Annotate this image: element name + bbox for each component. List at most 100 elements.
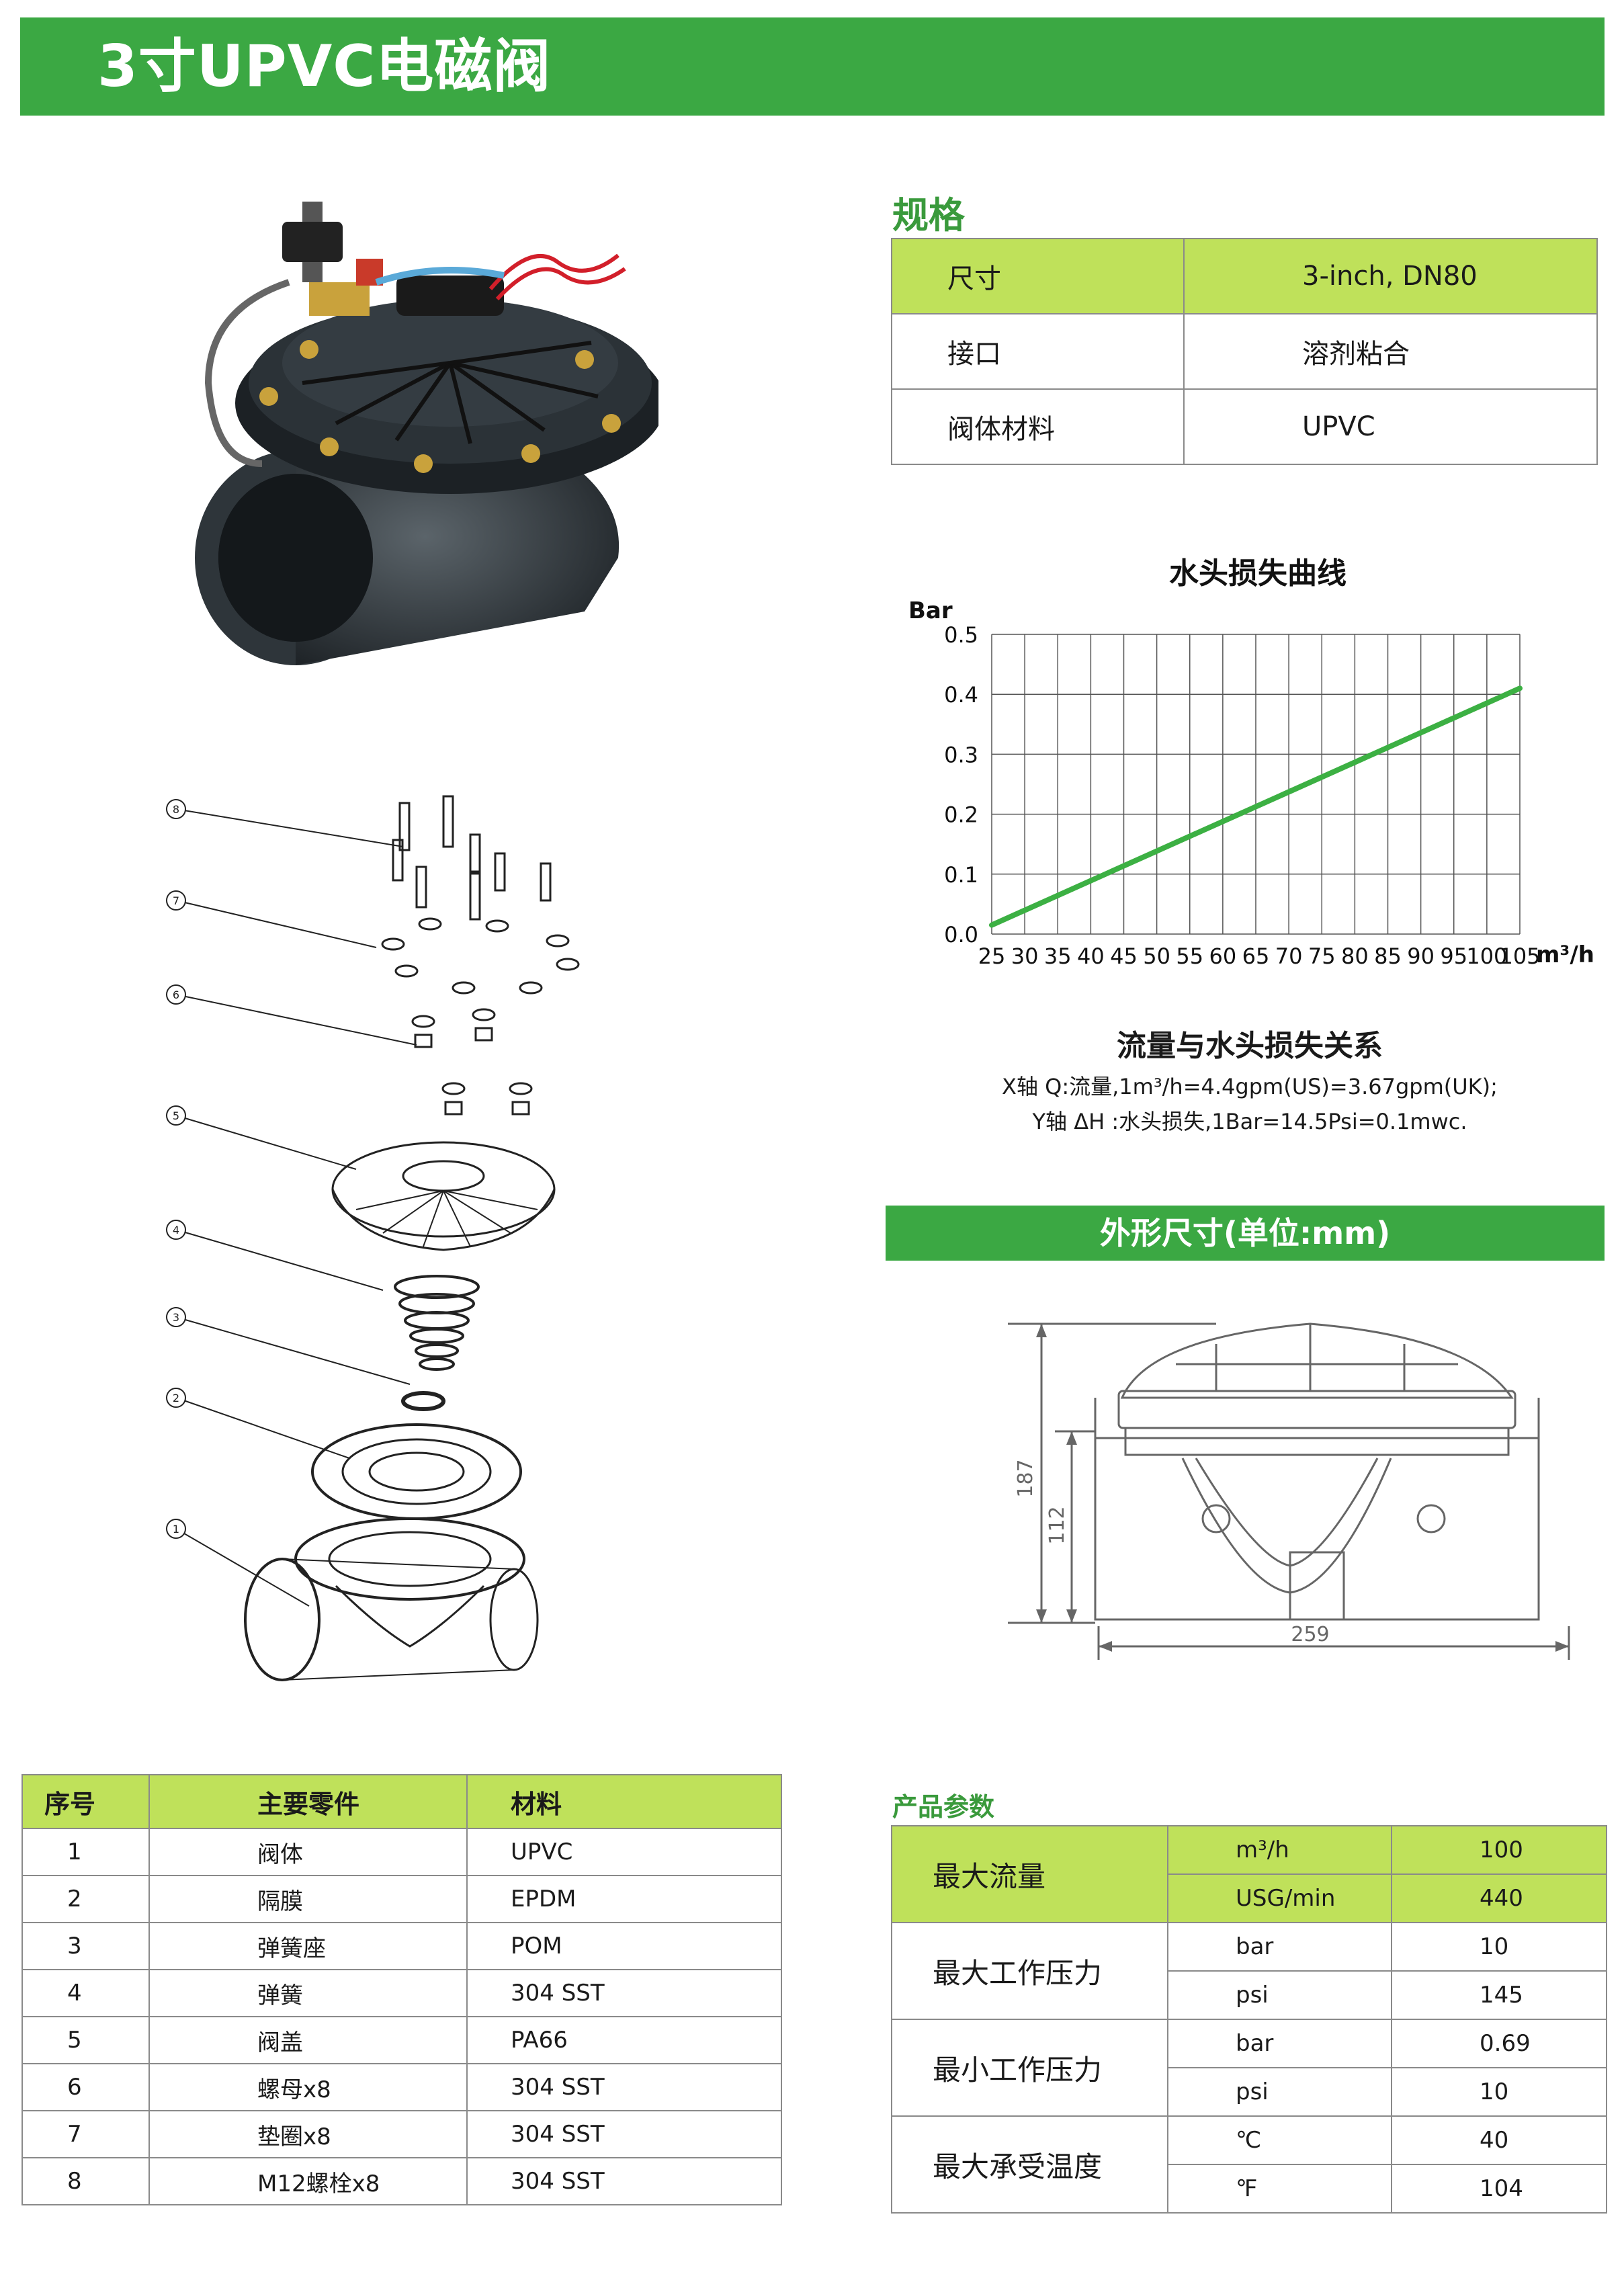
chart-x-tick-label: 40 [1077, 943, 1105, 969]
callout-5: 5 [173, 1109, 179, 1122]
callout-1: 1 [173, 1523, 179, 1535]
chart-y-tick-label: 0.0 [944, 922, 978, 948]
spec-value: 3-inch, DN80 [1183, 238, 1598, 314]
params-heading: 产品参数 [892, 1792, 995, 1822]
part-no: 3 [22, 1922, 150, 1970]
relation-x-note: X轴 Q:流量,1m³/h=4.4gpm(US)=3.67gpm(UK); [1002, 1074, 1498, 1099]
chart-y-tick-label: 0.1 [944, 862, 978, 888]
chart-series [989, 685, 1523, 928]
spec-label: 阀体材料 [891, 388, 1185, 465]
chart-x-tick-label: 55 [1176, 943, 1203, 969]
part-no: 7 [22, 2110, 150, 2158]
chart-title: 水头损失曲线 [1169, 556, 1347, 591]
params-row: psi 145 [892, 1970, 1607, 2020]
page-title: 3寸UPVC电磁阀 [97, 33, 552, 100]
chart-x-tick-label: 80 [1341, 943, 1369, 969]
param-value: 100 [1391, 1825, 1607, 1875]
param-label: 最大工作压力 [891, 1922, 1168, 2020]
callout-7: 7 [173, 894, 179, 907]
param-label: 最大承受温度 [891, 2115, 1168, 2214]
chart-x-tick-label: 65 [1242, 943, 1270, 969]
chart-y-tick-label: 0.2 [944, 802, 978, 828]
spec-heading: 规格 [892, 194, 965, 237]
parts-header-part: 主要零件 [148, 1774, 468, 1829]
params-row: 最大工作压力 bar 10 [891, 1922, 1607, 2020]
chart-x-tick-label: 75 [1308, 943, 1336, 969]
param-value: 145 [1391, 1970, 1607, 2020]
parts-header-material: 材料 [466, 1774, 782, 1829]
chart-y-axis-label: Bar [908, 597, 953, 624]
chart-x-tick-label: 100 [1466, 943, 1507, 969]
part-material: PA66 [466, 2016, 782, 2064]
chart-x-tick-label: 50 [1143, 943, 1170, 969]
spec-label: 尺寸 [891, 238, 1185, 314]
params-table: 最大流量 m³/h 100 USG/min 440 最大工作压力 bar 10 … [891, 1825, 1607, 2214]
param-unit: bar [1167, 2019, 1392, 2068]
spec-row: 阀体材料 UPVC [891, 388, 1598, 465]
relation-title: 流量与水头损失关系 [1117, 1029, 1383, 1063]
param-unit: ℃ [1167, 2115, 1392, 2165]
callout-8: 8 [173, 803, 179, 816]
callout-2: 2 [173, 1392, 179, 1404]
chart-x-tick-label: 95 [1440, 943, 1467, 969]
dimension-height-center: 112 [1045, 1506, 1069, 1544]
part-material: 304 SST [466, 2110, 782, 2158]
exploded-view: 8 7 6 5 4 3 2 1 [166, 795, 580, 1681]
part-no: 4 [22, 1969, 150, 2017]
callout-6: 6 [173, 988, 179, 1001]
chart-grid [991, 634, 1521, 935]
part-name: M12螺栓x8 [148, 2157, 468, 2205]
part-material: 304 SST [466, 2157, 782, 2205]
part-no: 2 [22, 1875, 150, 1923]
parts-header-no: 序号 [22, 1774, 150, 1829]
callout-3: 3 [173, 1311, 179, 1324]
part-name: 螺母x8 [148, 2063, 468, 2111]
spec-value: 溶剂粘合 [1183, 313, 1598, 390]
param-unit: psi [1167, 1970, 1392, 2020]
dimensions-banner [886, 1206, 1605, 1261]
param-value: 104 [1391, 2164, 1607, 2214]
part-no: 1 [22, 1828, 150, 1876]
chart-y-tick-label: 0.3 [944, 742, 978, 767]
parts-header-row: 序号 主要零件 材料 [22, 1774, 782, 1829]
spec-label: 接口 [891, 313, 1185, 390]
part-name: 垫圈x8 [148, 2110, 468, 2158]
chart-y-tick-label: 0.5 [944, 622, 978, 648]
part-no: 6 [22, 2063, 150, 2111]
chart-x-tick-label: 90 [1407, 943, 1435, 969]
param-unit: ℉ [1167, 2164, 1392, 2214]
dimensions-heading: 外形尺寸(单位:mm) [1099, 1215, 1391, 1251]
chart-x-tick-label: 85 [1374, 943, 1402, 969]
chart-y-tick-label: 0.4 [944, 682, 978, 708]
part-no: 5 [22, 2016, 150, 2064]
param-value: 10 [1391, 2067, 1607, 2117]
param-value: 0.69 [1391, 2019, 1607, 2068]
part-name: 弹簧 [148, 1969, 468, 2017]
dimension-drawing: 187 112 259 [1008, 1322, 1570, 1660]
dimension-height-total: 187 [1014, 1459, 1037, 1497]
title-banner [20, 17, 1605, 116]
relation-y-note: Y轴 ΔH :水头损失,1Bar=14.5Psi=0.1mwc. [1032, 1109, 1467, 1134]
param-unit: bar [1167, 1922, 1392, 1972]
dimension-length: 259 [1291, 1623, 1329, 1646]
param-unit: USG/min [1167, 1873, 1392, 1923]
part-name: 阀盖 [148, 2016, 468, 2064]
part-material: 304 SST [466, 1969, 782, 2017]
chart-x-tick-label: 105 [1499, 943, 1540, 969]
chart-x-tick-label: 60 [1209, 943, 1237, 969]
chart-x-tick-label: 70 [1275, 943, 1303, 969]
part-material: 304 SST [466, 2063, 782, 2111]
chart-series-line [989, 685, 1523, 928]
callout-4: 4 [173, 1224, 179, 1236]
chart-x-tick-label: 30 [1011, 943, 1039, 969]
